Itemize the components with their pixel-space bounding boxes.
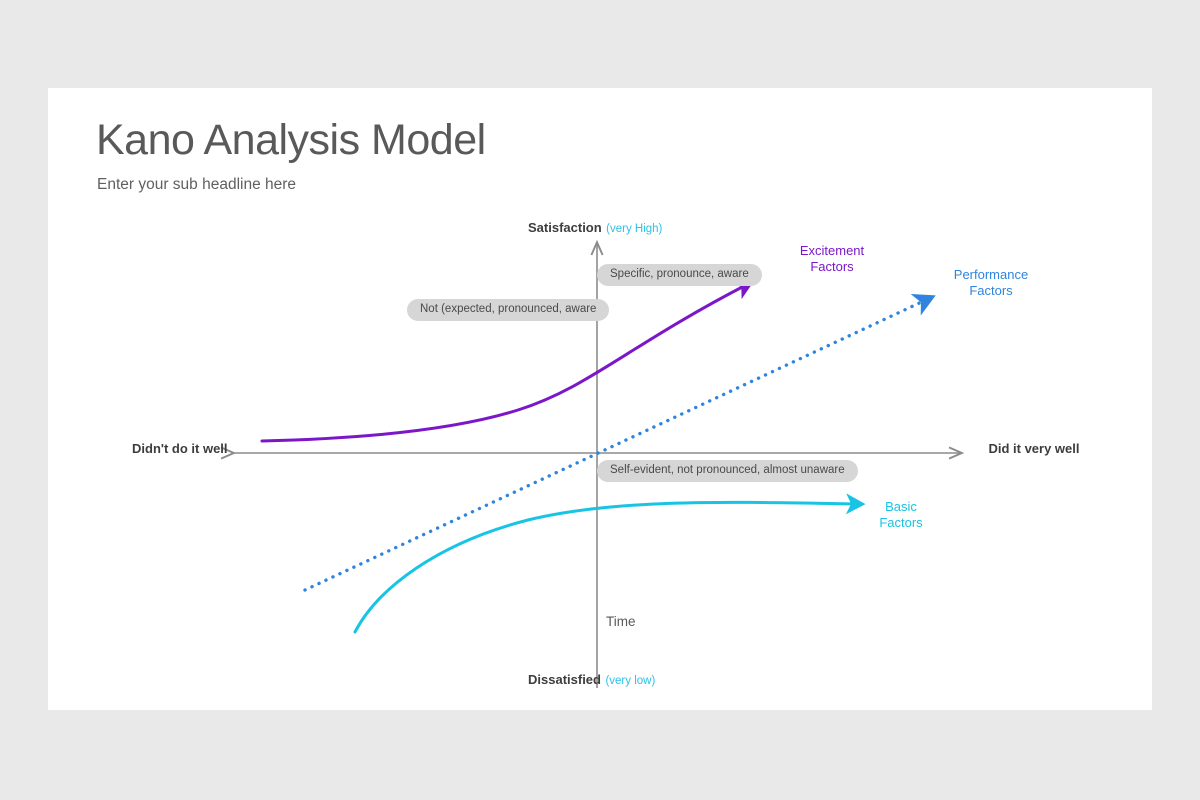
excitement-factors-label-line1: Excitement (799, 243, 865, 258)
pill-self-evident-not-pronounced: Self-evident, not pronounced, almost una… (597, 460, 858, 482)
satisfaction-label: Satisfaction (528, 220, 602, 235)
basic-factors-label: Basic Factors (858, 499, 944, 531)
satisfaction-sublabel: (very High) (606, 223, 663, 235)
pill-not-expected-pronounced-aware: Not (expected, pronounced, aware (407, 299, 610, 321)
performance-factors-label-line1: Performance (953, 267, 1029, 282)
slide-card: Kano Analysis Model Enter your sub headl… (48, 88, 1152, 710)
dissatisfied-sublabel: (very low) (605, 675, 656, 687)
excitement-factors-label-line2: Factors (810, 259, 854, 274)
y-axis-bottom-label: Dissatisfied (very low) (528, 671, 655, 689)
pill-specific-pronounce-aware: Specific, pronounce, aware (597, 264, 762, 286)
excitement-factors-curve (260, 280, 755, 443)
performance-factors-label: Performance Factors (928, 267, 1054, 299)
excitement-factors-label: Excitement Factors (773, 243, 891, 275)
kano-chart: Satisfaction (very High) Dissatisfied (v… (48, 88, 1152, 710)
y-axis-top-label: Satisfaction (very High) (528, 219, 662, 237)
basic-factors-label-line2: Factors (879, 515, 923, 530)
performance-factors-line (303, 293, 936, 592)
basic-factors-label-line1: Basic (885, 499, 917, 514)
dissatisfied-label: Dissatisfied (528, 672, 601, 687)
page-title: Kano Analysis Model (96, 116, 486, 164)
x-axis-left-label: Didn't do it well (132, 441, 228, 456)
time-axis-label: Time (606, 614, 636, 629)
performance-factors-label-line2: Factors (969, 283, 1013, 298)
x-axis-right-label: Did it very well (988, 441, 1080, 456)
kano-diagram-svg (48, 88, 1152, 688)
basic-factors-curve (353, 493, 866, 634)
page-subtitle: Enter your sub headline here (97, 176, 297, 193)
